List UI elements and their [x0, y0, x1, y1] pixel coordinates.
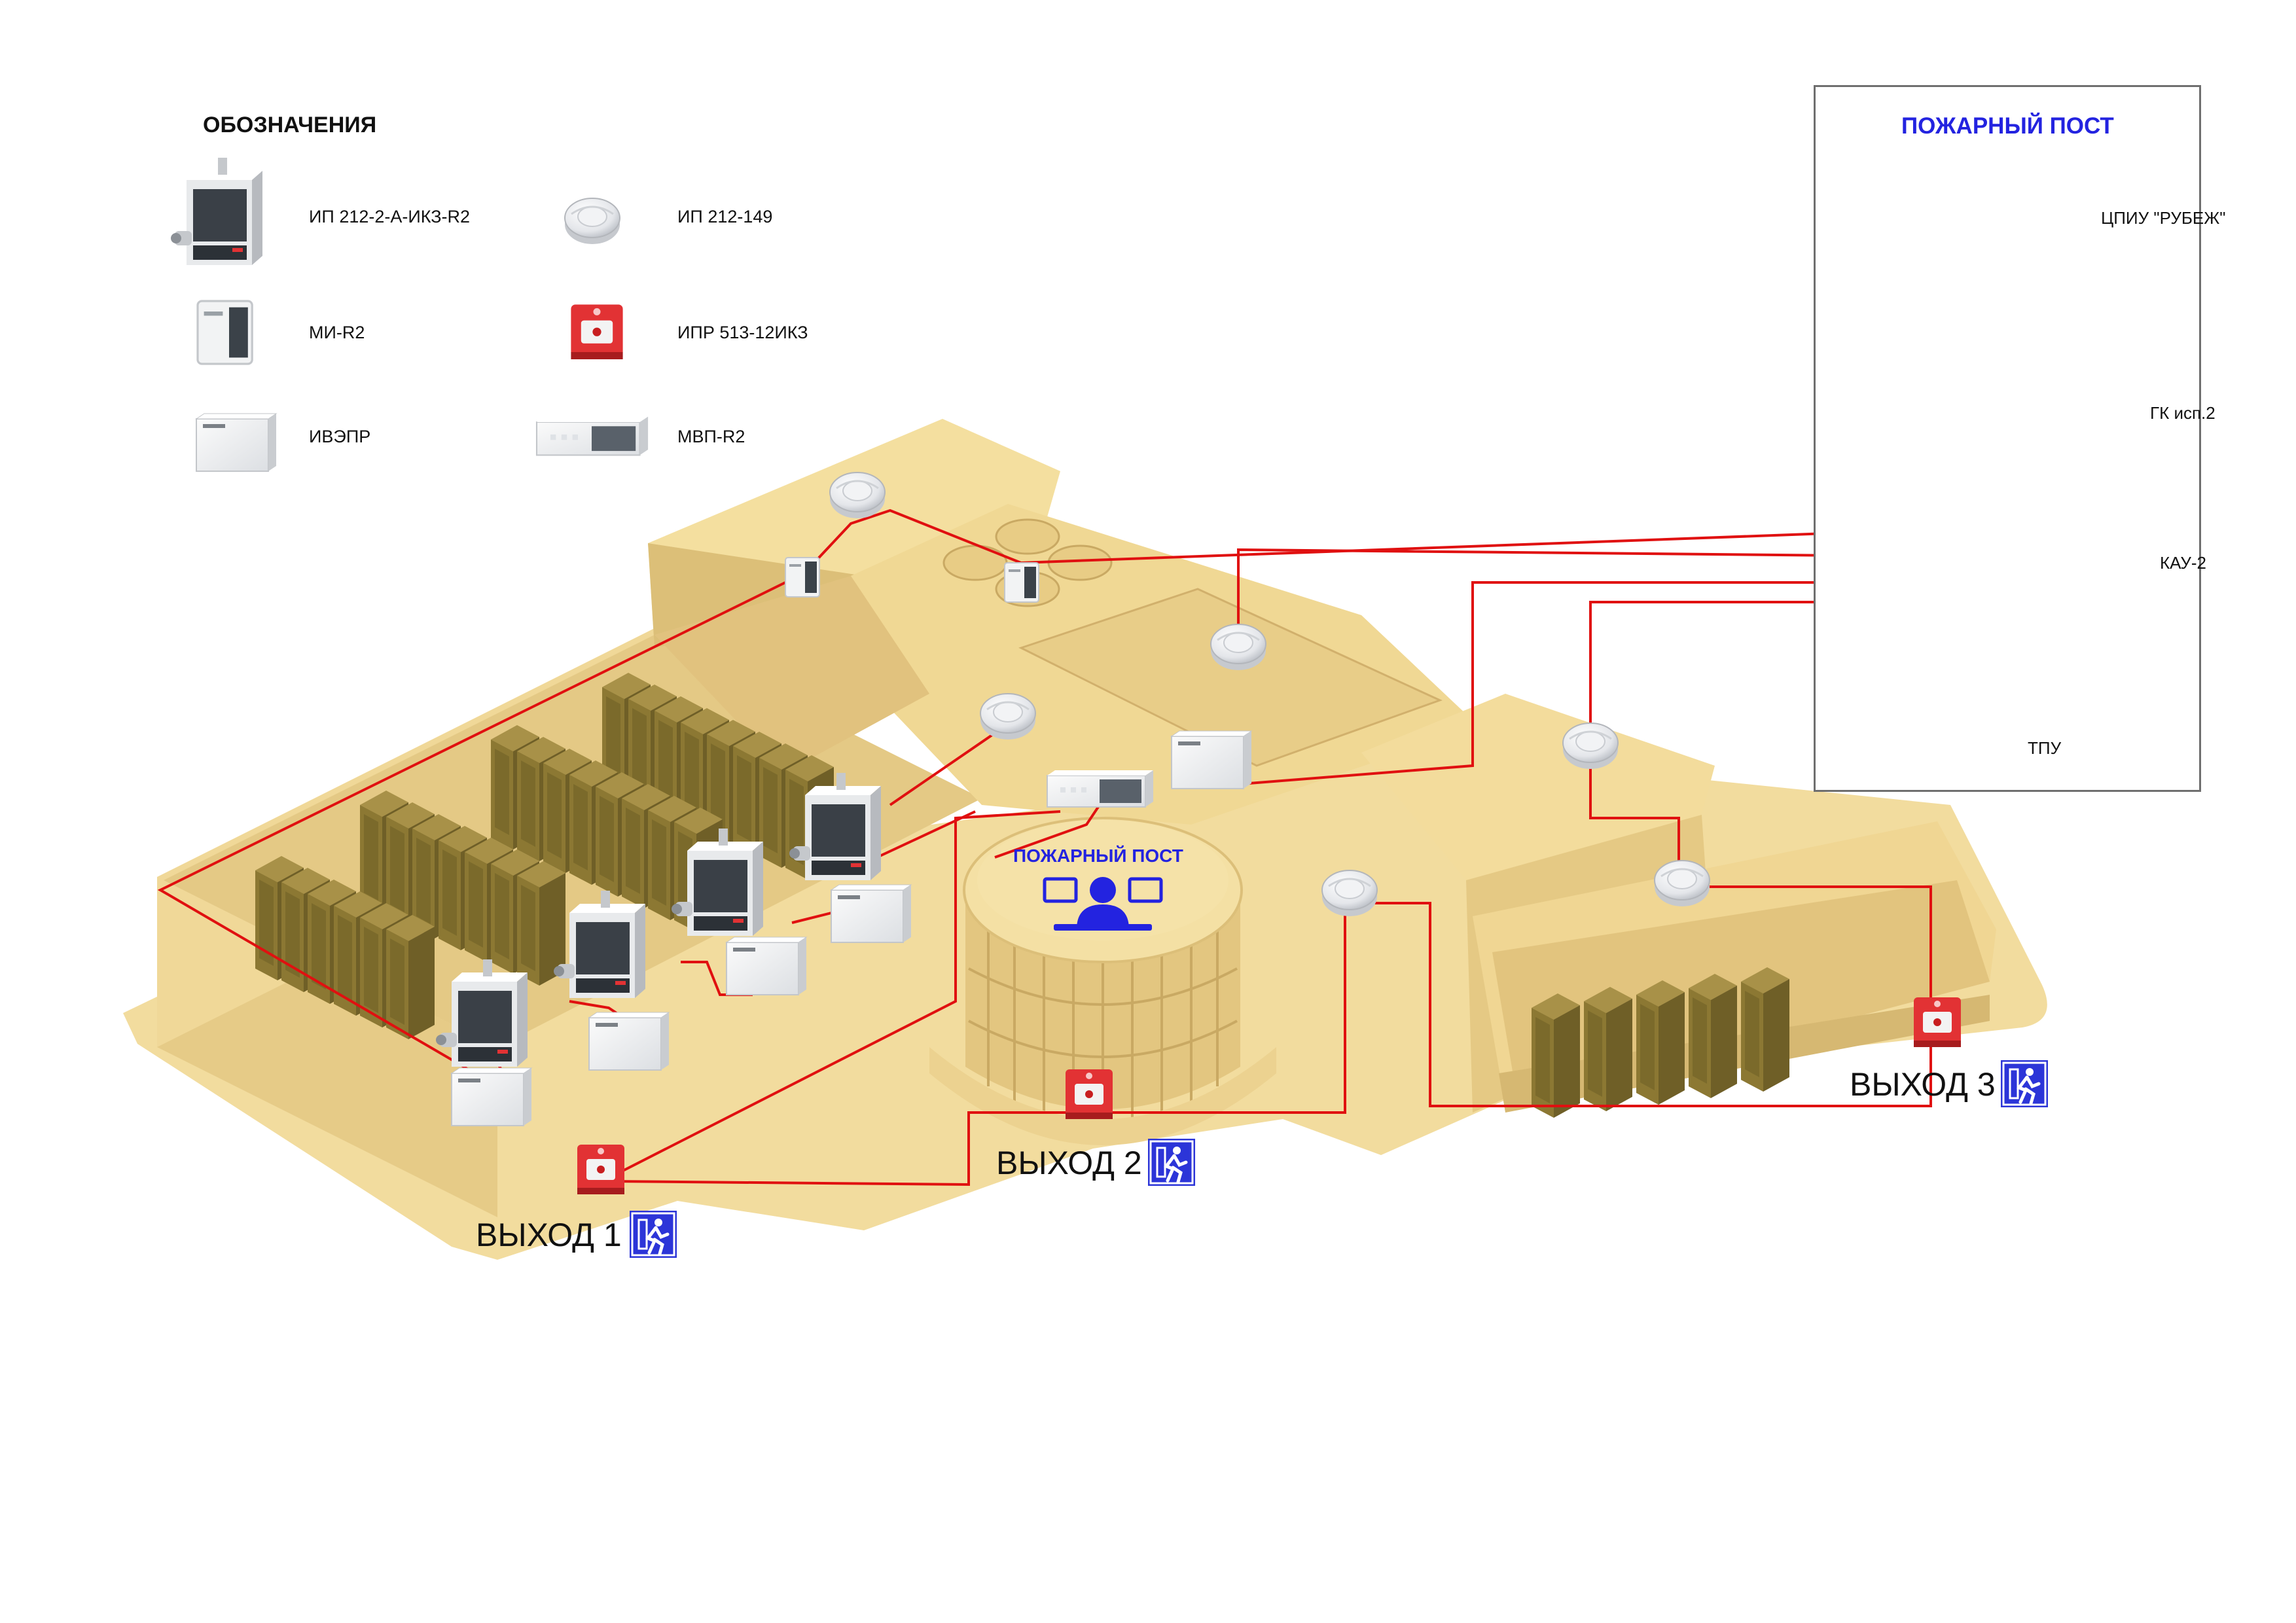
- legend-label-power-supply: ИВЭПР: [309, 427, 371, 446]
- power-supply-icon: [451, 1067, 532, 1126]
- exit-2-label: ВЫХОД 2: [996, 1145, 1142, 1181]
- legend-label-aspiration-detector: ИП 212-2-А-ИКЗ-R2: [309, 207, 471, 226]
- manual-call-point-icon: [577, 1145, 624, 1194]
- control-room-frame: [1814, 85, 2201, 792]
- legend-label-call-point: ИПР 513-12ИКЗ: [677, 323, 808, 342]
- module-box-icon: [785, 557, 820, 597]
- fire-post-label: ПОЖАРНЫЙ ПОСТ: [1013, 846, 1183, 866]
- smoke-detector-icon: [1210, 623, 1267, 671]
- control-room-title: ПОЖАРНЫЙ ПОСТ: [1901, 113, 2114, 139]
- tpu-label: ТПУ: [2028, 738, 2062, 758]
- smoke-detector-icon: [979, 692, 1037, 741]
- exit-sign-icon: [2001, 1060, 2048, 1107]
- exit-sign-icon: [630, 1211, 677, 1258]
- wide-module-icon: [535, 416, 649, 456]
- controller-label: ГК исп.2: [2150, 403, 2215, 423]
- legend-title: ОБОЗНАЧЕНИЯ: [203, 113, 377, 137]
- exit-1-label: ВЫХОД 1: [476, 1217, 622, 1253]
- legend-label-smoke-detector: ИП 212-149: [677, 207, 773, 226]
- module-box-icon: [196, 300, 253, 365]
- power-supply-icon: [196, 413, 277, 472]
- exit-sign-icon: [1148, 1139, 1195, 1186]
- power-supply-icon: [588, 1012, 670, 1071]
- alarm-loop-wires: [157, 508, 1932, 1186]
- legend-label-module: МИ-R2: [309, 323, 365, 342]
- manual-call-point-icon: [571, 304, 623, 359]
- manual-call-point-icon: [1914, 997, 1961, 1047]
- module-box-icon: [1004, 562, 1039, 603]
- smoke-detector-icon: [564, 197, 621, 245]
- smoke-detector-icon: [1321, 869, 1378, 918]
- power-supply-icon: [726, 936, 807, 995]
- smoke-detector-icon: [829, 471, 886, 520]
- wide-module-icon: [1047, 770, 1154, 808]
- power-supply-icon: [1171, 730, 1252, 789]
- manual-call-point-icon: [1066, 1069, 1113, 1119]
- building-model: [123, 419, 2047, 1260]
- power-supply-icon: [831, 884, 912, 943]
- smoke-detector-icon: [1562, 722, 1619, 770]
- legend-icons: [171, 158, 649, 472]
- kau-label: КАУ-2: [2160, 553, 2206, 573]
- exit-3-label: ВЫХОД 3: [1850, 1066, 1996, 1103]
- aspiration-detector-icon: [171, 158, 262, 265]
- smoke-detector-icon: [1653, 859, 1711, 908]
- operator-workstation-icon: [1043, 877, 1163, 931]
- legend-label-wide-module: МВП-R2: [677, 427, 745, 446]
- workstation-label: ЦПИУ "РУБЕЖ": [2101, 208, 2226, 228]
